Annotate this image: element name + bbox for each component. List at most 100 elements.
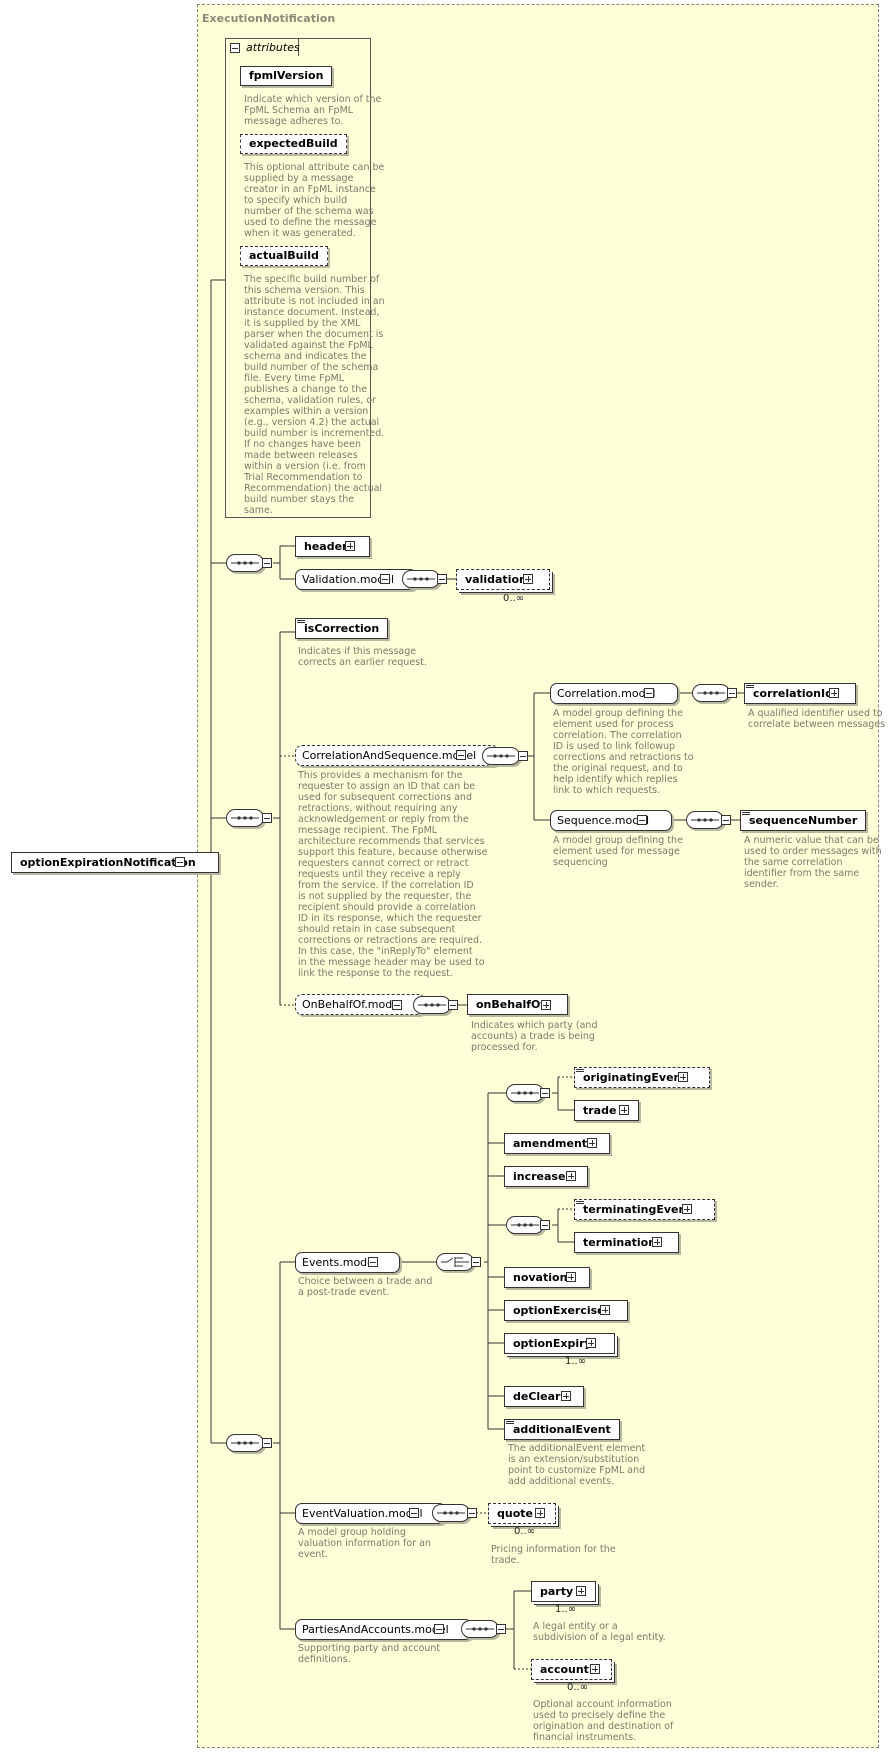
collapse-icon[interactable]	[448, 1000, 458, 1010]
collapse-icon[interactable]	[721, 815, 731, 825]
sequence-icon[interactable]	[432, 1504, 470, 1522]
sequence-icon[interactable]	[226, 1434, 264, 1452]
sequence-icon[interactable]	[402, 570, 440, 588]
collapse-icon[interactable]	[434, 1624, 444, 1634]
group-onbehalfof-model[interactable]: OnBehalfOf.model	[295, 994, 426, 1015]
element-optionexercise[interactable]: optionExercise	[504, 1300, 628, 1321]
expand-icon[interactable]	[561, 1391, 571, 1401]
element-amendment[interactable]: amendment	[504, 1133, 611, 1154]
expand-icon[interactable]	[590, 1664, 600, 1674]
collapse-icon[interactable]	[368, 1257, 378, 1267]
choice-icon[interactable]	[436, 1253, 474, 1271]
expand-icon[interactable]	[535, 1508, 545, 1518]
sequence-icon[interactable]	[506, 1084, 544, 1102]
group-eventvaluation-model[interactable]: EventValuation.model	[295, 1503, 446, 1524]
expand-icon[interactable]	[652, 1237, 662, 1247]
element-onbehalfof[interactable]: onBehalfOf	[467, 994, 569, 1015]
element-declear-label: deClear	[513, 1390, 561, 1403]
expand-icon[interactable]	[678, 1072, 688, 1082]
attr-fpmlversion[interactable]: fpmlVersion	[240, 66, 333, 86]
element-originatingevent-label: originatingEvent	[583, 1071, 687, 1084]
collapse-icon[interactable]	[637, 815, 647, 825]
element-optionexpiry[interactable]: optionExpiry	[504, 1333, 615, 1354]
collapse-icon[interactable]	[392, 1000, 402, 1010]
element-iscorrection[interactable]: isCorrection	[295, 618, 389, 639]
collapse-icon[interactable]	[496, 1624, 506, 1634]
annotation-icon	[576, 1201, 584, 1208]
attr-actualbuild[interactable]: actualBuild	[240, 246, 328, 266]
collapse-icon[interactable]	[467, 1508, 477, 1518]
collapse-icon[interactable]	[262, 813, 272, 823]
attr-expectedbuild[interactable]: expectedBuild	[240, 134, 347, 154]
collapse-icon[interactable]	[540, 1088, 550, 1098]
annotation-icon	[746, 685, 754, 692]
expand-icon[interactable]	[829, 688, 839, 698]
element-correlationid-label: correlationId	[753, 687, 833, 700]
sequence-icon[interactable]	[692, 684, 730, 702]
expand-icon[interactable]	[566, 1171, 576, 1181]
group-correlation-model-label: Correlation.model	[557, 687, 656, 700]
collapse-icon[interactable]	[262, 1438, 272, 1448]
collapse-icon[interactable]	[175, 857, 185, 867]
element-declear[interactable]: deClear	[504, 1386, 584, 1407]
sequence-icon[interactable]	[226, 554, 264, 572]
group-events-model[interactable]: Events.model	[295, 1252, 400, 1273]
element-amendment-label: amendment	[513, 1137, 588, 1150]
group-correlation-model[interactable]: Correlation.model	[550, 683, 679, 704]
expand-icon[interactable]	[587, 1138, 597, 1148]
annotation-icon	[506, 1421, 514, 1428]
quote-cardinality: 0..∞	[514, 1526, 536, 1537]
expand-icon[interactable]	[345, 541, 355, 551]
group-sequence-model[interactable]: Sequence.model	[550, 810, 673, 831]
element-validation[interactable]: validation	[456, 569, 550, 590]
collapse-icon[interactable]	[456, 750, 466, 760]
collapse-icon[interactable]	[518, 751, 528, 761]
expand-icon[interactable]	[576, 1586, 586, 1596]
collapse-icon[interactable]	[230, 43, 240, 53]
attr-expectedbuild-label: expectedBuild	[249, 137, 338, 150]
element-header[interactable]: header	[295, 536, 371, 557]
element-trade[interactable]: trade	[574, 1100, 640, 1121]
expand-icon[interactable]	[600, 1305, 610, 1315]
sequence-icon[interactable]	[686, 811, 724, 829]
sequence-icon[interactable]	[226, 809, 264, 827]
collapse-icon[interactable]	[471, 1257, 481, 1267]
party-cardinality: 1..∞	[555, 1604, 577, 1615]
collapse-icon[interactable]	[644, 688, 654, 698]
collapse-icon[interactable]	[727, 688, 737, 698]
collapse-icon[interactable]	[380, 574, 390, 584]
group-events-model-label: Events.model	[302, 1256, 377, 1269]
sequence-icon[interactable]	[413, 996, 451, 1014]
element-increase-label: increase	[513, 1170, 566, 1183]
attributes-box	[225, 38, 371, 518]
expand-icon[interactable]	[566, 1272, 576, 1282]
element-correlationid[interactable]: correlationId	[744, 683, 856, 704]
expand-icon[interactable]	[682, 1204, 692, 1214]
sequence-icon[interactable]	[506, 1216, 544, 1234]
sequence-icon[interactable]	[482, 747, 520, 765]
attributes-header[interactable]: attributes	[225, 38, 300, 56]
expand-icon[interactable]	[619, 1105, 629, 1115]
expand-icon[interactable]	[586, 1338, 596, 1348]
collapse-icon[interactable]	[262, 558, 272, 568]
group-parties-accounts-model[interactable]: PartiesAndAccounts.model	[295, 1619, 472, 1640]
root-element[interactable]: optionExpirationNotification	[11, 852, 219, 873]
element-party[interactable]: party	[531, 1581, 597, 1602]
collapse-icon[interactable]	[437, 574, 447, 584]
element-novation[interactable]: novation	[504, 1267, 591, 1288]
collapse-icon[interactable]	[409, 1508, 419, 1518]
expand-icon[interactable]	[541, 1000, 551, 1010]
element-originatingevent[interactable]: originatingEvent	[574, 1067, 710, 1088]
element-terminatingevent[interactable]: terminatingEvent	[574, 1199, 715, 1220]
collapse-icon[interactable]	[540, 1220, 550, 1230]
element-sequencenumber[interactable]: sequenceNumber	[740, 810, 867, 831]
element-termination[interactable]: termination	[574, 1232, 680, 1253]
expand-icon[interactable]	[523, 574, 533, 584]
group-sequence-model-label: Sequence.model	[557, 814, 650, 827]
element-quote[interactable]: quote	[488, 1503, 556, 1524]
panel-title: ExecutionNotification	[202, 12, 336, 25]
group-correlation-sequence-model[interactable]: CorrelationAndSequence.model	[295, 745, 500, 766]
sequence-icon[interactable]	[461, 1620, 499, 1638]
group-validation-model[interactable]: Validation.model	[295, 569, 418, 590]
element-additionalevent[interactable]: additionalEvent	[504, 1419, 620, 1440]
